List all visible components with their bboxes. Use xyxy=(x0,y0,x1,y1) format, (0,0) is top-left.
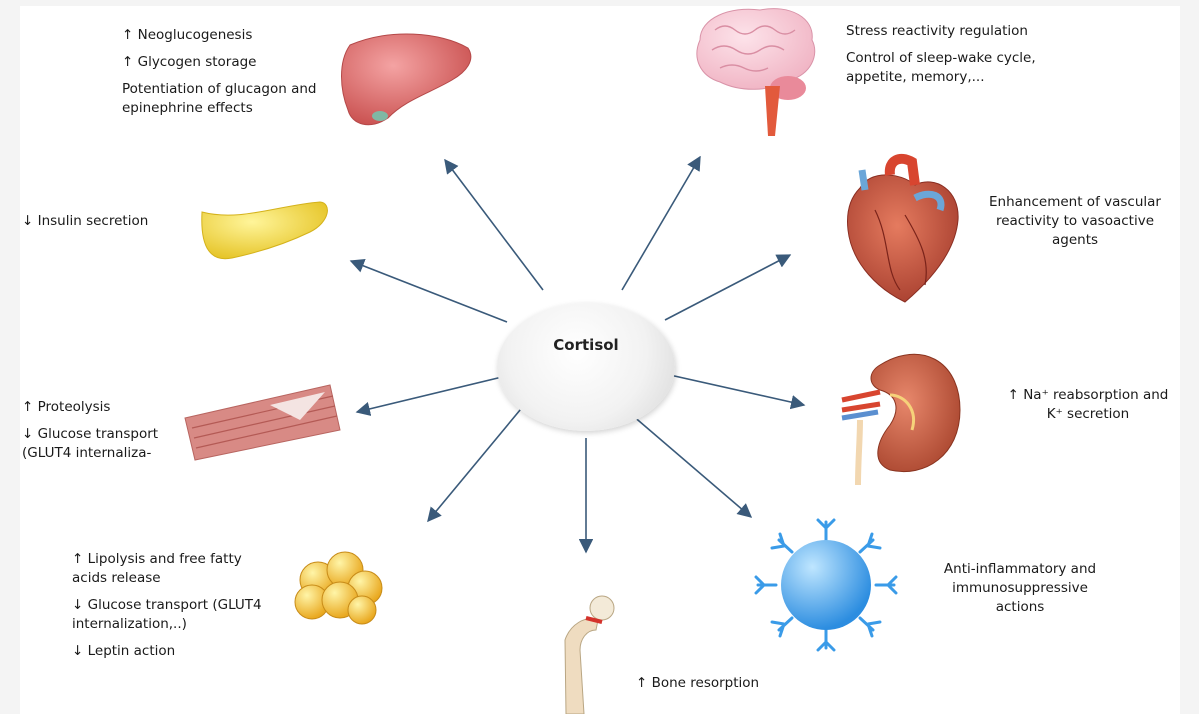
arrow-to-muscle xyxy=(357,377,502,412)
cortisol-label: Cortisol xyxy=(497,336,675,354)
muscle-effect-2: ↓ Glucose transport (GLUT4 internaliza- xyxy=(22,425,197,463)
liver-icon xyxy=(342,34,471,125)
adipose-effects: ↑ Lipolysis and free fatty acids release… xyxy=(72,550,272,661)
liver-effects: ↑ Neoglucogenesis ↑ Glycogen storage Pot… xyxy=(122,26,322,118)
immune-effect-1: Anti-inflammatory and immunosuppressive … xyxy=(930,560,1110,617)
arrow-to-kidney xyxy=(670,375,804,405)
adipose-effect-3: ↓ Leptin action xyxy=(72,642,272,661)
adipose-effect-1: ↑ Lipolysis and free fatty acids release xyxy=(72,550,272,588)
kidney-icon xyxy=(842,354,960,485)
adipose-icon xyxy=(295,552,382,624)
bone-effects: ↑ Bone resorption xyxy=(636,674,816,693)
kidney-effect-1: ↑ Na⁺ reabsorption and K⁺ secretion xyxy=(998,386,1178,424)
pancreas-effects: ↓ Insulin secretion xyxy=(22,212,192,231)
arrow-to-pancreas xyxy=(351,261,507,322)
pancreas-effect-1: ↓ Insulin secretion xyxy=(22,212,192,231)
adipose-effect-2: ↓ Glucose transport (GLUT4 internalizati… xyxy=(72,596,272,634)
brain-effects: Stress reactivity regulation Control of … xyxy=(846,22,1076,87)
heart-effect-1: Enhancement of vascular reactivity to va… xyxy=(980,193,1170,250)
arrow-to-adipose xyxy=(428,392,535,521)
heart-icon xyxy=(848,159,959,302)
liver-effect-3: Potentiation of glucagon and epinephrine… xyxy=(122,80,322,118)
brain-icon xyxy=(697,9,815,136)
brain-effect-2: Control of sleep-wake cycle, appetite, m… xyxy=(846,49,1076,87)
immune-cell-body xyxy=(781,540,871,630)
arrow-to-immune xyxy=(632,415,751,517)
brain-effect-1: Stress reactivity regulation xyxy=(846,22,1076,41)
muscle-effects: ↑ Proteolysis ↓ Glucose transport (GLUT4… xyxy=(22,398,197,463)
cortisol-hub xyxy=(497,303,675,431)
arrow-to-heart xyxy=(665,255,790,320)
arrow-to-liver xyxy=(445,160,543,290)
heart-effects: Enhancement of vascular reactivity to va… xyxy=(980,193,1170,250)
muscle-icon xyxy=(185,385,340,460)
muscle-effect-1: ↑ Proteolysis xyxy=(22,398,197,417)
liver-effect-2: ↑ Glycogen storage xyxy=(122,53,322,72)
arrow-to-brain xyxy=(622,157,700,290)
bone-effect-1: ↑ Bone resorption xyxy=(636,674,816,693)
pancreas-icon xyxy=(202,202,328,259)
liver-effect-1: ↑ Neoglucogenesis xyxy=(122,26,322,45)
immune-effects: Anti-inflammatory and immunosuppressive … xyxy=(930,560,1110,617)
bone-icon xyxy=(565,596,614,714)
kidney-effects: ↑ Na⁺ reabsorption and K⁺ secretion xyxy=(998,386,1178,424)
